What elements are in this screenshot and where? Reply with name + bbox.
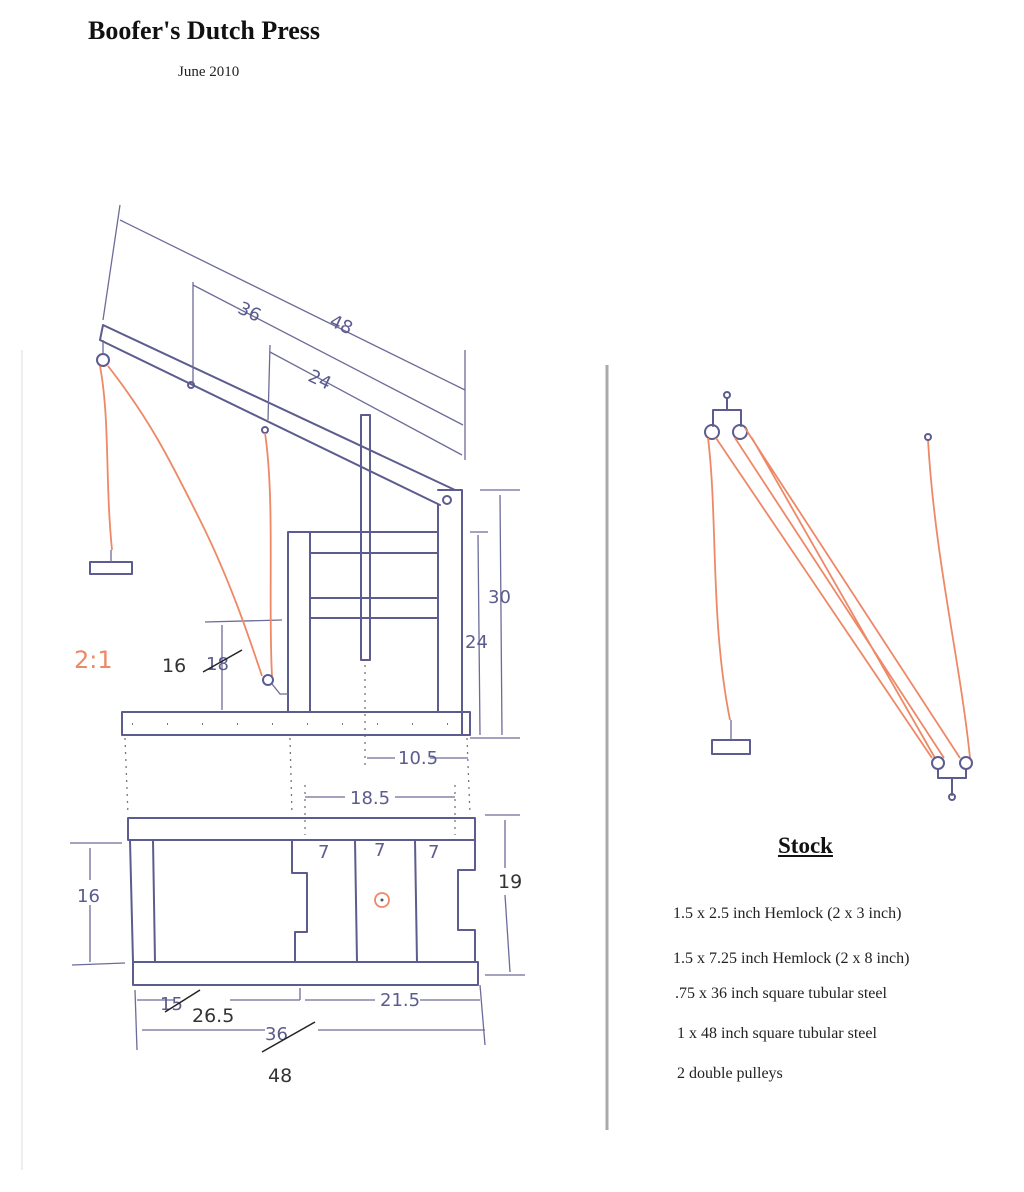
dim-48-total: 48 [268,1065,292,1087]
dim-10-5: 10.5 [398,748,438,769]
page-title: Boofer's Dutch Press [88,16,321,45]
board-width-2: 7 [374,840,385,861]
dim-19: 19 [498,871,522,893]
board-width-1: 7 [318,842,329,863]
ratio-label: 2:1 [74,646,113,674]
dim-21: 21.5 [380,990,420,1011]
pulley-diagram [704,391,973,801]
lever-beam [96,324,456,506]
dim-48: 48 [326,311,356,340]
dim-30: 30 [488,587,511,608]
span-dimensions: 10.5 18.5 [124,737,471,835]
height-dimensions: 30 24 16 18 2:1 [74,489,520,739]
board-width-3: 7 [428,842,439,863]
stock-item: 1 x 48 inch square tubular steel [677,1025,877,1042]
date: June 2010 [178,64,240,80]
stock-item: .75 x 36 inch square tubular steel [675,985,887,1002]
dim-16-base: 16 [77,886,100,907]
beam-dimensions: 36 48 24 [102,204,466,460]
upper-frame [121,489,471,736]
stock-item: 2 double pulleys [677,1065,783,1082]
stock-item: 1.5 x 7.25 inch Hemlock (2 x 8 inch) [673,950,910,967]
screw-post [360,414,371,765]
stock-title: Stock [778,833,833,858]
dim-24: 24 [305,366,335,395]
dim-26-5: 26.5 [192,1005,234,1027]
rope-system-left [89,365,288,695]
dim-36-struck: 36 [265,1024,288,1045]
stock-item: 1.5 x 2.5 inch Hemlock (2 x 3 inch) [673,905,902,922]
dim-36: 36 [234,298,264,327]
base-dimensions: 16 19 15 26.5 21.5 36 48 [70,814,525,1087]
dim-16-lift: 16 [162,655,186,677]
dim-18-5: 18.5 [350,788,390,809]
base-frame: 7 7 7 [127,817,479,986]
dim-15-struck: 15 [160,994,183,1015]
dim-24-height: 24 [465,632,488,653]
